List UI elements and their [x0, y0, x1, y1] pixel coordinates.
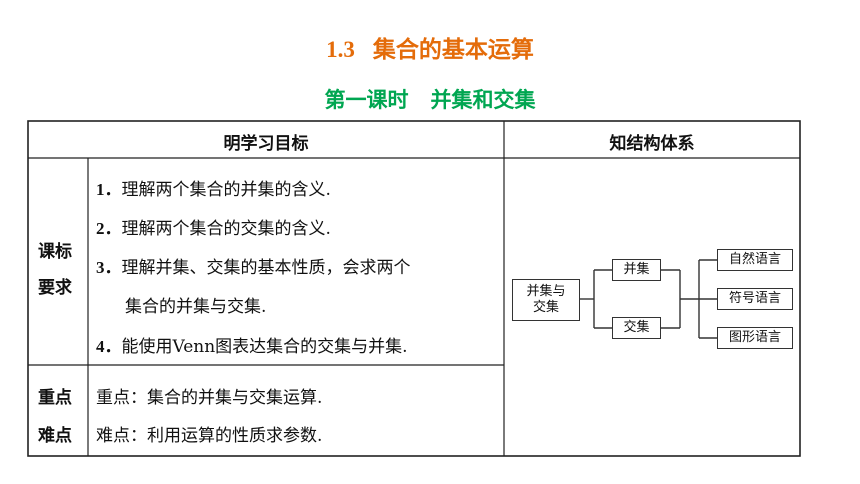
label-curriculum-line2: 要求: [38, 278, 72, 298]
list-item: 2．理解两个集合的交集的含义.: [96, 219, 331, 239]
subtitle-lesson: 第一课时: [324, 88, 409, 112]
header-learning-goals: 明学习目标: [223, 134, 309, 154]
label-key-line1: 重点: [38, 388, 72, 408]
diagram-root: 并集与 交集: [512, 279, 580, 321]
label-curriculum-line1: 课标: [38, 242, 72, 262]
key-point-text: 重点：集合的并集与交集运算.: [96, 388, 323, 408]
list-item: 集合的并集与交集.: [125, 297, 267, 317]
difficulty-text: 难点：利用运算的性质求参数.: [96, 426, 323, 446]
diagram-leaf-symbolic: 符号语言: [717, 288, 793, 310]
list-item: 1．理解两个集合的并集的含义.: [96, 180, 331, 200]
diagram-leaf-graphic: 图形语言: [717, 327, 793, 349]
page-title: 1.3 集合的基本运算: [0, 30, 860, 64]
diagram-intersection: 交集: [612, 317, 661, 339]
list-item: 4．能使用Venn图表达集合的交集与并集.: [96, 337, 408, 357]
diagram-leaf-natural: 自然语言: [717, 249, 793, 271]
label-key-line2: 难点: [38, 426, 72, 446]
list-item: 3．理解并集、交集的基本性质，会求两个: [96, 258, 411, 278]
page-subtitle: 第一课时并集和交集: [0, 84, 860, 114]
diagram-union: 并集: [612, 259, 661, 281]
section-number: 1.3: [326, 37, 355, 62]
subtitle-topic: 并集和交集: [430, 88, 536, 112]
header-knowledge-structure: 知结构体系: [609, 134, 695, 154]
section-title: 集合的基本运算: [372, 37, 534, 63]
